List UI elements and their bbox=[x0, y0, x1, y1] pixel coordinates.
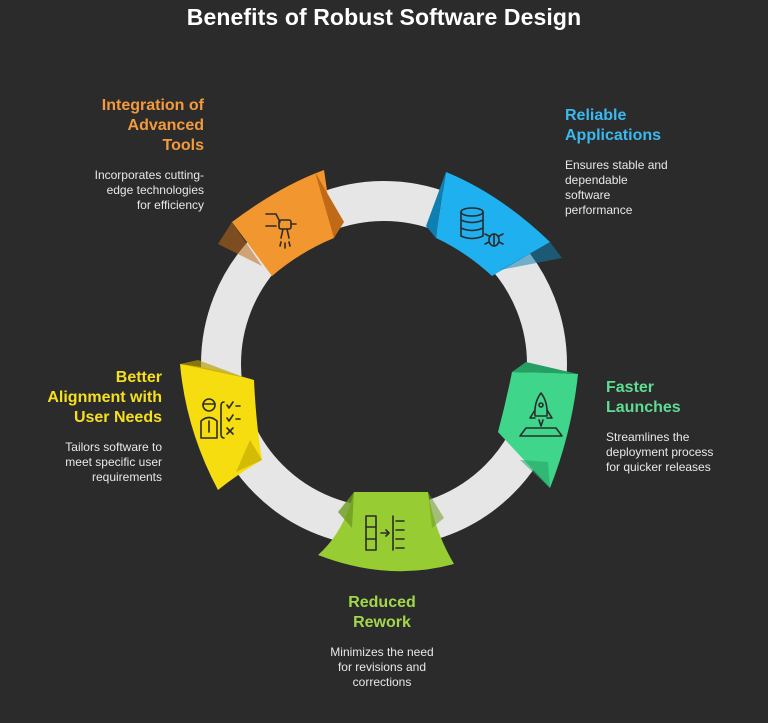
description-faster: Streamlines the deployment process for q… bbox=[606, 430, 756, 475]
description-reliable: Ensures stable and dependable software p… bbox=[565, 158, 735, 218]
description-line: corrections bbox=[352, 675, 412, 689]
heading-reduced: Reduced Rework bbox=[282, 593, 482, 633]
description-alignment: Tailors software to meet specific user r… bbox=[20, 440, 162, 485]
heading-line: Applications bbox=[565, 127, 662, 144]
description-line: software bbox=[565, 188, 611, 202]
description-line: Streamlines the bbox=[606, 430, 690, 444]
description-integration: Incorporates cutting- edge technologies … bbox=[40, 168, 204, 213]
segment-alignment bbox=[180, 360, 262, 490]
flow-transfer-icon bbox=[365, 515, 405, 551]
database-bug-icon bbox=[460, 207, 504, 247]
info-block-faster: Faster Launches Streamlines the deployme… bbox=[606, 378, 756, 475]
info-block-reduced: Reduced Rework Minimizes the need for re… bbox=[282, 593, 482, 690]
heading-line: Launches bbox=[606, 399, 681, 416]
heading-line: Rework bbox=[353, 614, 411, 631]
heading-line: Better bbox=[115, 369, 162, 386]
heading-line: Integration of bbox=[101, 97, 204, 114]
heading-line: Reduced bbox=[348, 594, 416, 611]
description-line: Ensures stable and bbox=[565, 158, 668, 172]
heading-integration: Integration of Advanced Tools bbox=[40, 96, 204, 156]
page-title: Benefits of Robust Software Design bbox=[186, 4, 582, 30]
heading-alignment: Better Alignment with User Needs bbox=[20, 368, 162, 428]
segment-reliable bbox=[426, 172, 562, 276]
segment-integration bbox=[218, 170, 344, 276]
description-reduced: Minimizes the need for revisions and cor… bbox=[282, 645, 482, 690]
description-line: Tailors software to bbox=[65, 440, 162, 454]
description-line: for efficiency bbox=[136, 198, 204, 212]
description-line: for quicker releases bbox=[606, 460, 711, 474]
heading-line: Alignment with bbox=[47, 389, 162, 406]
description-line: for revisions and bbox=[337, 660, 427, 674]
description-line: Minimizes the need bbox=[330, 645, 434, 659]
description-line: requirements bbox=[91, 470, 162, 484]
heading-line: Faster bbox=[606, 379, 655, 396]
segment-reduced bbox=[318, 492, 454, 572]
description-line: Incorporates cutting- bbox=[94, 168, 204, 182]
heading-faster: Faster Launches bbox=[606, 378, 756, 418]
description-line: edge technologies bbox=[106, 183, 204, 197]
info-block-alignment: Better Alignment with User Needs Tailors… bbox=[20, 368, 162, 485]
robot-arm-icon bbox=[265, 213, 297, 249]
info-block-integration: Integration of Advanced Tools Incorporat… bbox=[40, 96, 204, 213]
description-line: dependable bbox=[565, 173, 628, 187]
segment-faster bbox=[498, 362, 578, 488]
heading-line: Reliable bbox=[565, 107, 627, 124]
description-line: performance bbox=[565, 203, 633, 217]
info-block-reliable: Reliable Applications Ensures stable and… bbox=[565, 106, 735, 218]
rocket-launch-icon bbox=[519, 392, 563, 437]
person-checklist-icon bbox=[200, 398, 241, 439]
heading-reliable: Reliable Applications bbox=[565, 106, 735, 146]
heading-line: User Needs bbox=[73, 409, 162, 426]
description-line: deployment process bbox=[606, 445, 714, 459]
heading-line: Advanced bbox=[127, 117, 204, 134]
description-line: meet specific user bbox=[65, 455, 162, 469]
heading-line: Tools bbox=[162, 137, 204, 154]
